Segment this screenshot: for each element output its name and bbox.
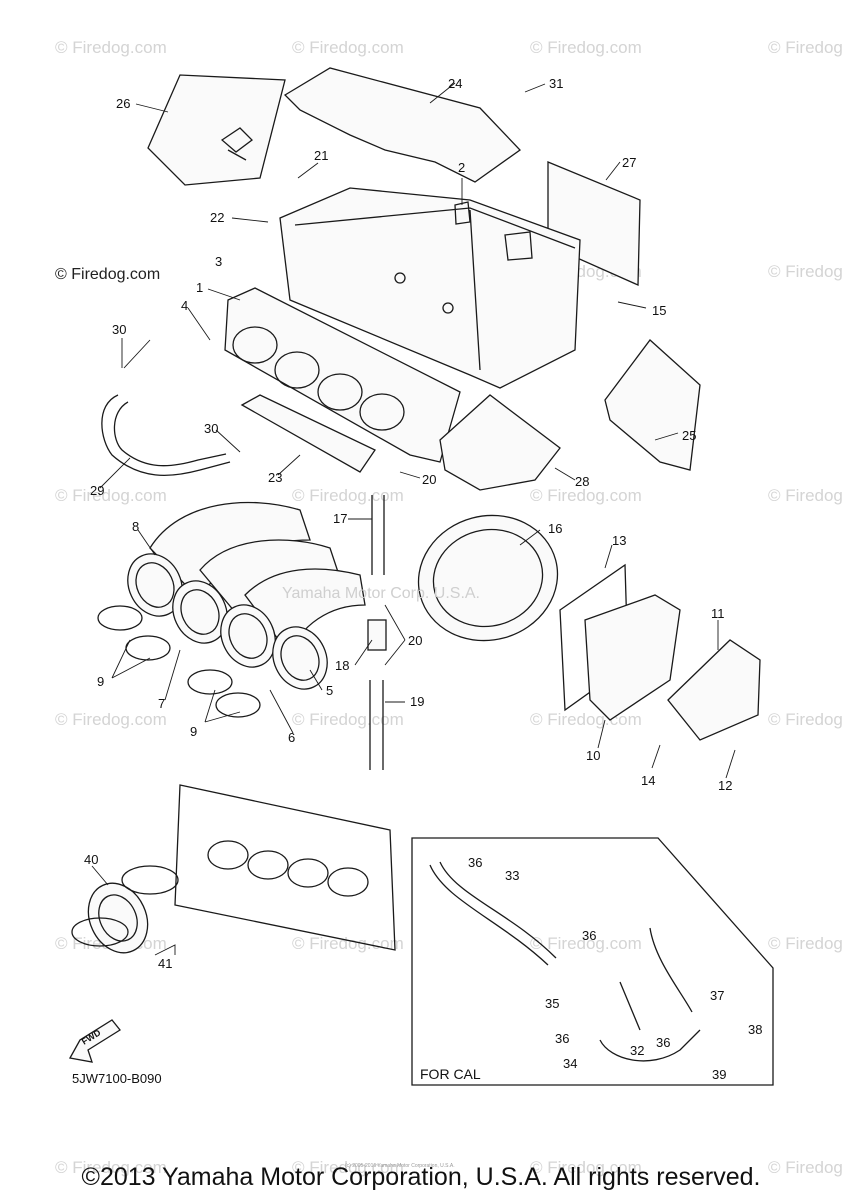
callout-numbers: 26 24 31 27 2 21 22 3 1 4 15 30 25 30 23… [84,76,762,1082]
callout-30-a: 30 [112,322,126,337]
callout-8: 8 [132,519,139,534]
callout-23: 23 [268,470,282,485]
part-10-cover [584,594,681,721]
callout-41: 41 [158,956,172,971]
firedog-watermark: © Firedog.com [55,486,167,505]
copyright-footer: ©2013 Yamaha Motor Corporation, U.S.A. A… [81,1163,761,1191]
intake-funnels [127,501,366,690]
firedog-watermark: © Firedog.com [55,38,167,57]
callout-17: 17 [333,511,347,526]
leader-lines [91,82,736,956]
firedog-watermark: © Firedog.com [768,262,842,281]
callout-6: 6 [288,730,295,745]
firedog-watermark: © Firedog.com [292,38,404,57]
callout-20-b: 20 [408,633,422,648]
firedog-watermark: © Firedog.com [292,710,404,729]
callout-35: 35 [545,996,559,1011]
callout-19: 19 [410,694,424,709]
breather-hoses [367,495,387,770]
callout-5: 5 [326,683,333,698]
callout-28: 28 [575,474,589,489]
callout-36-a: 36 [468,855,482,870]
firedog-watermark: © Firedog.com [530,1158,642,1177]
firedog-label: © Firedog.com [55,266,161,283]
part-28-plate [439,394,561,491]
callout-11: 11 [711,606,725,621]
callout-20-a: 20 [422,472,436,487]
diagram-code: 5JW7100-B090 [72,1071,162,1086]
firedog-watermark: © Firedog.com [768,486,842,505]
callout-24: 24 [448,76,462,91]
firedog-watermark: © Firedog.com [768,38,842,57]
callout-39: 39 [712,1067,726,1082]
firedog-watermark: © Firedog.com [55,710,167,729]
callout-40: 40 [84,852,98,867]
callout-34: 34 [563,1056,577,1071]
callout-15: 15 [652,303,666,318]
part-16-filter [417,514,559,642]
callout-29: 29 [90,483,104,498]
callout-30-b: 30 [204,421,218,436]
callout-3: 3 [215,254,222,269]
callout-36-b: 36 [582,928,596,943]
callout-9-a: 9 [97,674,104,689]
part-9-clamps [97,605,261,718]
callout-1: 1 [196,280,203,295]
callout-12: 12 [718,778,732,793]
firedog-watermark: © Firedog.com [530,38,642,57]
part-40-joint [71,865,179,954]
firedog-watermark: © Firedog.com [530,486,642,505]
firedog-watermark: © Firedog.com [292,1158,404,1177]
callout-31: 31 [549,76,563,91]
callout-38: 38 [748,1022,762,1037]
callout-4: 4 [181,298,188,313]
firedog-watermark: © Firedog.com [768,710,842,729]
throttle-body-assembly [174,784,396,951]
part-29-hose [101,394,231,477]
callout-7: 7 [158,696,165,711]
firedog-watermark: © Firedog.com [292,486,404,505]
callout-9-b: 9 [190,724,197,739]
firedog-watermark: © Firedog.com [530,934,642,953]
part-1-base-plate [224,287,461,463]
callout-10: 10 [586,748,600,763]
callout-18: 18 [335,658,349,673]
part-11-cap [667,639,761,741]
center-watermark: Yamaha Motor Corp. U.S.A. [282,585,480,602]
tiny-copyright-note: (c) 2005-2016 Yamaha Motor Corporation, … [345,1163,455,1169]
callout-21: 21 [314,148,328,163]
callout-32: 32 [630,1043,644,1058]
callout-2: 2 [458,160,465,175]
callout-16: 16 [548,521,562,536]
firedog-watermark: © Firedog.com [55,1158,167,1177]
callout-22: 22 [210,210,224,225]
firedog-watermark: © Firedog.com [768,1158,842,1177]
firedog-watermark: © Firedog.com [768,934,842,953]
part-26-cover-panel [147,74,286,186]
callout-26: 26 [116,96,130,111]
part-24-top-cover [283,67,521,183]
part-23-gasket [240,394,376,473]
inset-label: FOR CAL [420,1066,481,1082]
fwd-arrow: FWD [68,1019,121,1063]
for-cal-inset [411,837,774,1086]
callout-14: 14 [641,773,655,788]
firedog-watermark: © Firedog.com [292,934,404,953]
callout-36-d: 36 [656,1035,670,1050]
callout-37: 37 [710,988,724,1003]
callout-13: 13 [612,533,626,548]
part-25-side-panel [604,339,701,471]
airbox-case [279,187,581,389]
callout-27: 27 [622,155,636,170]
callout-25: 25 [682,428,696,443]
callout-33: 33 [505,868,519,883]
callout-36-c: 36 [555,1031,569,1046]
